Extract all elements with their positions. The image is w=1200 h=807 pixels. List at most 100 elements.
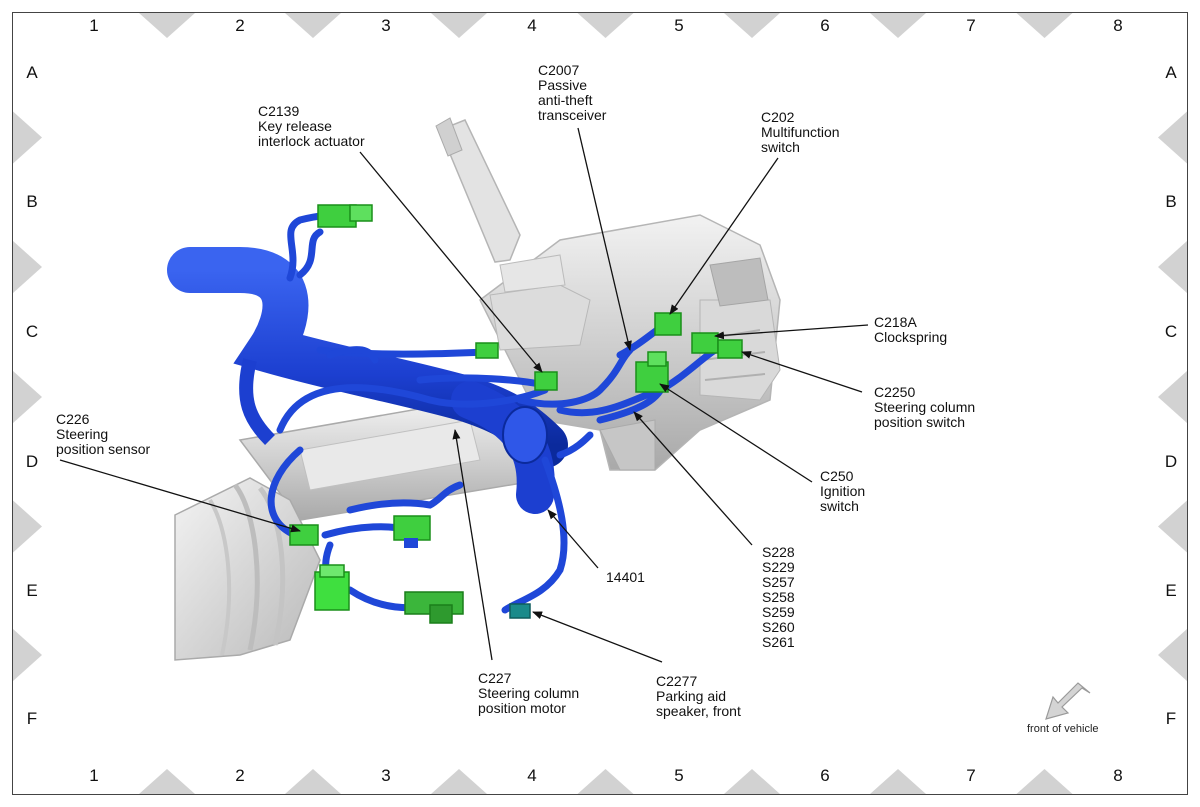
- callout-line: switch: [761, 139, 800, 155]
- callout-line: C2139: [258, 103, 300, 119]
- grid-column-2: 2: [235, 766, 245, 785]
- grid-marker-right: [1158, 500, 1187, 553]
- callout-line: S259: [762, 604, 795, 620]
- callout-line: S229: [762, 559, 795, 575]
- connector-bracket-plug: [404, 591, 464, 624]
- grid-marker-top: [724, 13, 780, 38]
- grid-marker-left: [13, 500, 42, 553]
- grid-marker-left: [13, 241, 42, 293]
- grid-column-4: 4: [527, 766, 537, 785]
- grid-column-2: 2: [235, 16, 245, 35]
- connector-mid-plug: [475, 342, 499, 359]
- callout-line: Clockspring: [874, 329, 948, 345]
- grid-marker-right: [1158, 629, 1187, 681]
- connector-c227: [393, 515, 431, 548]
- grid-marker-left: [13, 111, 42, 164]
- grid-column-7: 7: [966, 766, 976, 785]
- grid-column-7: 7: [966, 16, 976, 35]
- grid-marker-top: [1016, 13, 1073, 38]
- grid-row-B: B: [26, 192, 38, 211]
- grid-column-4: 4: [527, 16, 537, 35]
- grid-marker-right: [1158, 111, 1187, 164]
- grid-row-B: B: [1165, 192, 1177, 211]
- grid-column-5: 5: [674, 766, 684, 785]
- callout-line: Ignition: [820, 483, 866, 499]
- grid-marker-top: [870, 13, 926, 38]
- grid-marker-bottom: [577, 769, 634, 794]
- grid-marker-bottom: [724, 769, 780, 794]
- grid-marker-top: [139, 13, 195, 38]
- grid-column-8: 8: [1113, 766, 1123, 785]
- callout-line: C202: [761, 109, 795, 125]
- grid-marker-right: [1158, 371, 1187, 423]
- grid-column-1: 1: [89, 16, 99, 35]
- grid-row-A: A: [1165, 63, 1177, 82]
- grid-row-E: E: [26, 581, 38, 600]
- grid-marker-bottom: [1016, 769, 1073, 794]
- grid-marker-top: [431, 13, 487, 38]
- connectors: [289, 204, 743, 624]
- grid-row-F: F: [26, 709, 38, 728]
- callout-line: Steering column: [478, 685, 580, 701]
- callout-line: S260: [762, 619, 795, 635]
- grid-column-1: 1: [89, 766, 99, 785]
- connector-c2139: [534, 371, 558, 391]
- wiring-harness-14401: [167, 247, 568, 514]
- grid-column-3: 3: [381, 16, 391, 35]
- callout-line: anti-theft: [538, 92, 593, 108]
- callout-line: C250: [820, 468, 854, 484]
- grid-row-F: F: [1165, 709, 1177, 728]
- grid-marker-bottom: [431, 769, 487, 794]
- callout-line: Multifunction: [761, 124, 840, 140]
- connector-lower-left-plug: [314, 564, 350, 611]
- callout-line: S261: [762, 634, 795, 650]
- connector-c202: [654, 312, 682, 336]
- grid-marker-top: [285, 13, 341, 38]
- leader-lines: [59, 127, 869, 663]
- connector-c2277: [509, 603, 531, 619]
- grid-row-D: D: [25, 452, 39, 471]
- callout-line: S257: [762, 574, 795, 590]
- grid-row-E: E: [1165, 581, 1177, 600]
- grid-marker-left: [13, 371, 42, 423]
- grid-column-8: 8: [1113, 16, 1123, 35]
- callout-line: switch: [820, 498, 859, 514]
- callout-line: S228: [762, 544, 795, 560]
- callout-line: Steering column: [874, 399, 976, 415]
- steering-boot: [174, 477, 321, 661]
- callout-line: position sensor: [56, 441, 151, 457]
- callout-line: interlock actuator: [258, 133, 365, 149]
- callout-line: position switch: [874, 414, 966, 430]
- callout-line: C2277: [656, 673, 698, 689]
- grid-marker-bottom: [139, 769, 195, 794]
- grid-column-6: 6: [820, 766, 830, 785]
- callout-line: position motor: [478, 700, 566, 716]
- callout-line: C218A: [874, 314, 917, 330]
- grid-marker-bottom: [285, 769, 341, 794]
- connector-upper-left-plug: [317, 204, 373, 228]
- callout-line: Passive: [538, 77, 588, 93]
- callout-line: 14401: [606, 569, 645, 585]
- multifunction-stalk: [435, 117, 521, 263]
- grid-row-D: D: [1164, 452, 1178, 471]
- callout-line: C227: [478, 670, 512, 686]
- callout-line: C2007: [538, 62, 580, 78]
- callout-line: Steering: [56, 426, 109, 442]
- callout-line: speaker, front: [656, 703, 741, 719]
- callout-line: C2250: [874, 384, 916, 400]
- callout-line: transceiver: [538, 107, 607, 123]
- connector-c226: [289, 524, 319, 546]
- grid-column-6: 6: [820, 16, 830, 35]
- grid-marker-right: [1158, 241, 1187, 293]
- grid-row-A: A: [26, 63, 38, 82]
- grid-row-C: C: [25, 322, 39, 341]
